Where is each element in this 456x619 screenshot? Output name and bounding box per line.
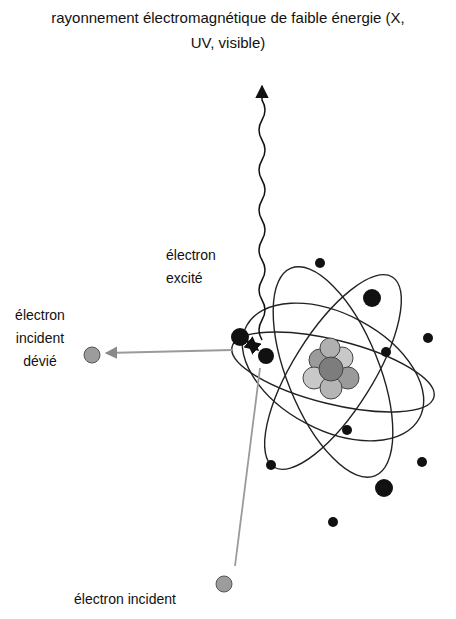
excitation-arrow: [247, 341, 258, 350]
deflected-path: [106, 350, 232, 353]
incident-electron-label: électron incident: [74, 588, 214, 611]
radiation-wave: [259, 86, 265, 340]
deflected-electron-label: électron incident dévié: [4, 304, 76, 373]
radiation-label: rayonnement électromagnétique de faible …: [43, 6, 413, 56]
electron-orbits: [219, 251, 447, 493]
incident-path: [235, 368, 260, 566]
incident-electron: [216, 576, 232, 592]
excited-electron-label: électron excité: [166, 244, 238, 290]
deflected-electron: [84, 347, 100, 363]
nucleus: [303, 338, 359, 399]
